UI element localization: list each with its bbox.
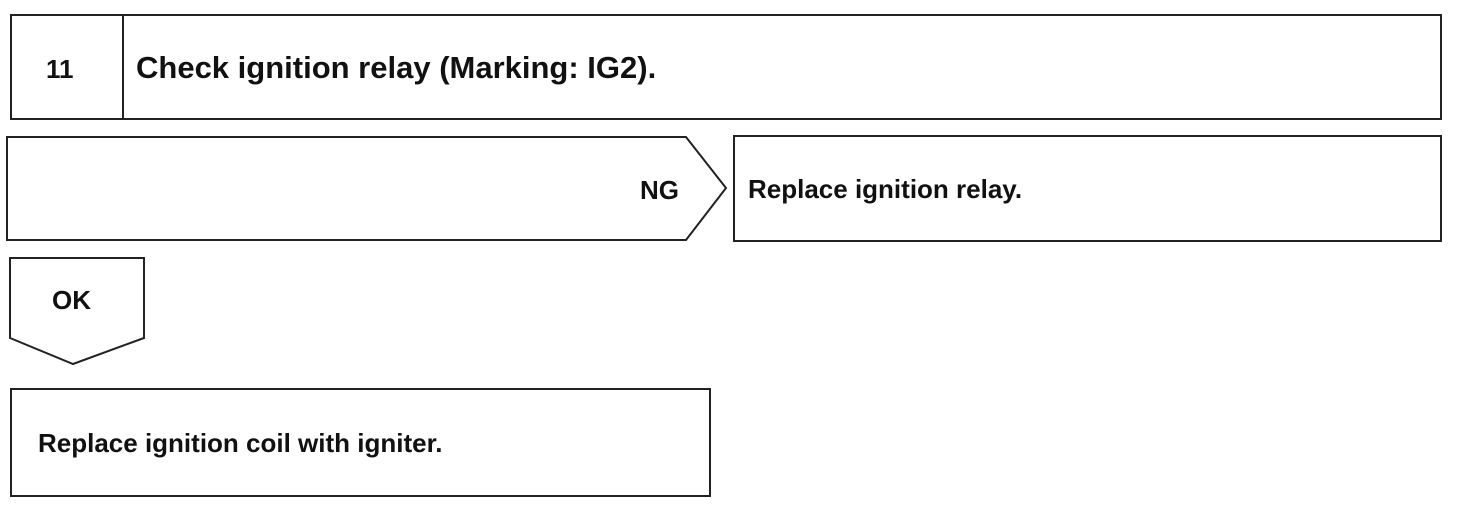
ng-arrow-tag: [6, 136, 728, 241]
ng-action-text: Replace ignition relay.: [748, 174, 1023, 204]
ng-label: NG: [640, 175, 679, 205]
step-number: 11: [46, 54, 74, 84]
ok-action-text: Replace ignition coil with igniter.: [38, 428, 443, 458]
ok-action-box: [10, 388, 711, 497]
ok-arrow-tag: [9, 257, 145, 366]
step-title: Check ignition relay (Marking: IG2).: [136, 50, 657, 85]
ok-label: OK: [52, 285, 91, 315]
step-header-box: [10, 14, 1442, 120]
step-number-divider: [122, 14, 124, 120]
ng-action-box: [733, 135, 1442, 242]
